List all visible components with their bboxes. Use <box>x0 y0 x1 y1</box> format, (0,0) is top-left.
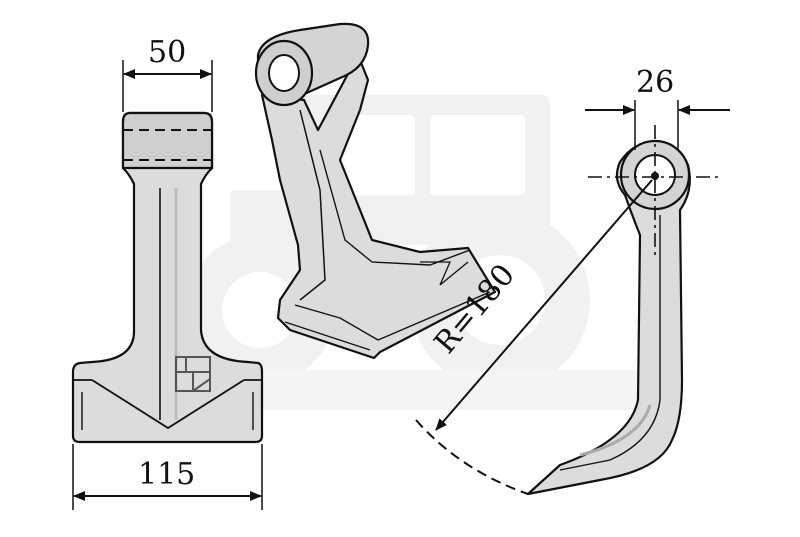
blade-front-view <box>71 111 264 444</box>
dimension-bore-width <box>585 100 730 150</box>
dimension-label-bottom-width: 115 <box>138 457 196 492</box>
blade-perspective-view <box>254 22 497 360</box>
blade-side-view <box>526 125 722 496</box>
blade-front-outline <box>71 111 264 444</box>
dimension-radius <box>415 179 653 495</box>
dimension-bottom-width <box>72 444 263 510</box>
dimension-top-width <box>122 60 213 112</box>
blade-front-hub <box>123 113 212 168</box>
brand-logo-icon <box>175 356 211 392</box>
dimension-label-top-width: 50 <box>148 35 187 70</box>
dimension-label-bore-width: 26 <box>636 65 675 100</box>
